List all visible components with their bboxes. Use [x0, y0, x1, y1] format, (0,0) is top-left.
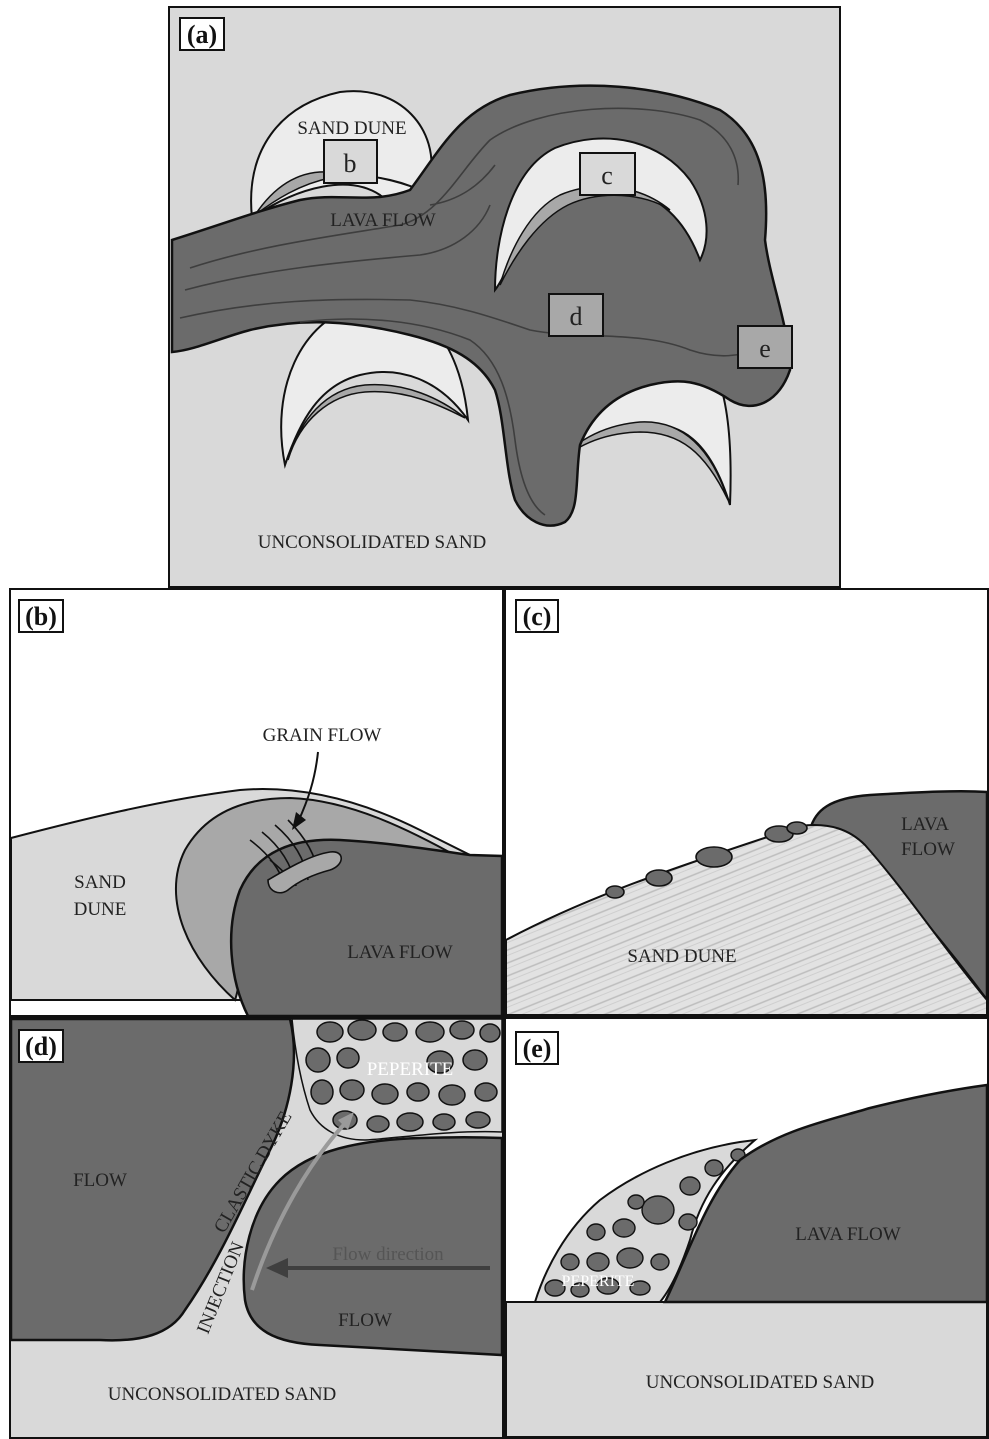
label-unconsolidated-sand-d: UNCONSOLIDATED SAND	[108, 1384, 337, 1405]
label-sand-b-2: DUNE	[74, 899, 127, 920]
label-lava-c-2: FLOW	[901, 839, 955, 860]
label-sand-dune-c: SAND DUNE	[627, 946, 736, 967]
label-lava-flow-b: LAVA FLOW	[347, 942, 452, 963]
label-grain-flow: GRAIN FLOW	[263, 725, 382, 746]
label-lava-flow-e: LAVA FLOW	[795, 1224, 900, 1245]
locator-label-e: e	[759, 334, 771, 363]
label-peperite-e: PEPERITE	[562, 1273, 635, 1290]
locator-box-b: b	[324, 140, 377, 183]
locator-box-d: d	[549, 294, 603, 336]
panel-b-tag: (b)	[25, 602, 57, 631]
label-flow-direction: Flow direction	[332, 1244, 444, 1265]
panel-b: (b) GRAIN FLOW SAND DUNE LAVA FLOW	[10, 589, 503, 1016]
label-unconsolidated-sand-e: UNCONSOLIDATED SAND	[646, 1372, 875, 1393]
panel-a: b c d e (a) SAND DUNE LAVA FLOW UNCONSOL…	[169, 7, 840, 587]
panel-c-tag: (c)	[523, 602, 552, 631]
locator-label-d: d	[570, 302, 583, 331]
label-lava-c-1: LAVA	[901, 814, 949, 835]
label-unconsolidated-sand-a: UNCONSOLIDATED SAND	[258, 532, 487, 553]
panel-e: (e) LAVA FLOW PEPERITE UNCONSOLIDATED SA…	[505, 1018, 988, 1438]
label-peperite-d: PEPERITE	[367, 1059, 454, 1080]
label-flow-lower: FLOW	[338, 1310, 392, 1331]
label-lava-flow: LAVA FLOW	[330, 210, 435, 231]
panel-c: (c) LAVA FLOW SAND DUNE	[505, 589, 988, 1016]
label-sand-b-1: SAND	[74, 872, 126, 893]
panel-d-tag: (d)	[25, 1032, 57, 1061]
lava-flow-b	[231, 840, 502, 1016]
locator-box-c: c	[580, 153, 635, 195]
label-sand-dune: SAND DUNE	[297, 118, 406, 139]
panel-d: (d) FLOW FLOW PEPERITE CLASTIC DYKE INJE…	[10, 1018, 503, 1438]
sand-e	[506, 1302, 987, 1437]
locator-box-e: e	[738, 326, 792, 368]
locator-label-b: b	[344, 149, 357, 178]
label-flow-upper: FLOW	[73, 1170, 127, 1191]
panel-e-tag: (e)	[523, 1034, 552, 1063]
panel-a-tag: (a)	[187, 20, 217, 49]
locator-label-c: c	[601, 161, 613, 190]
